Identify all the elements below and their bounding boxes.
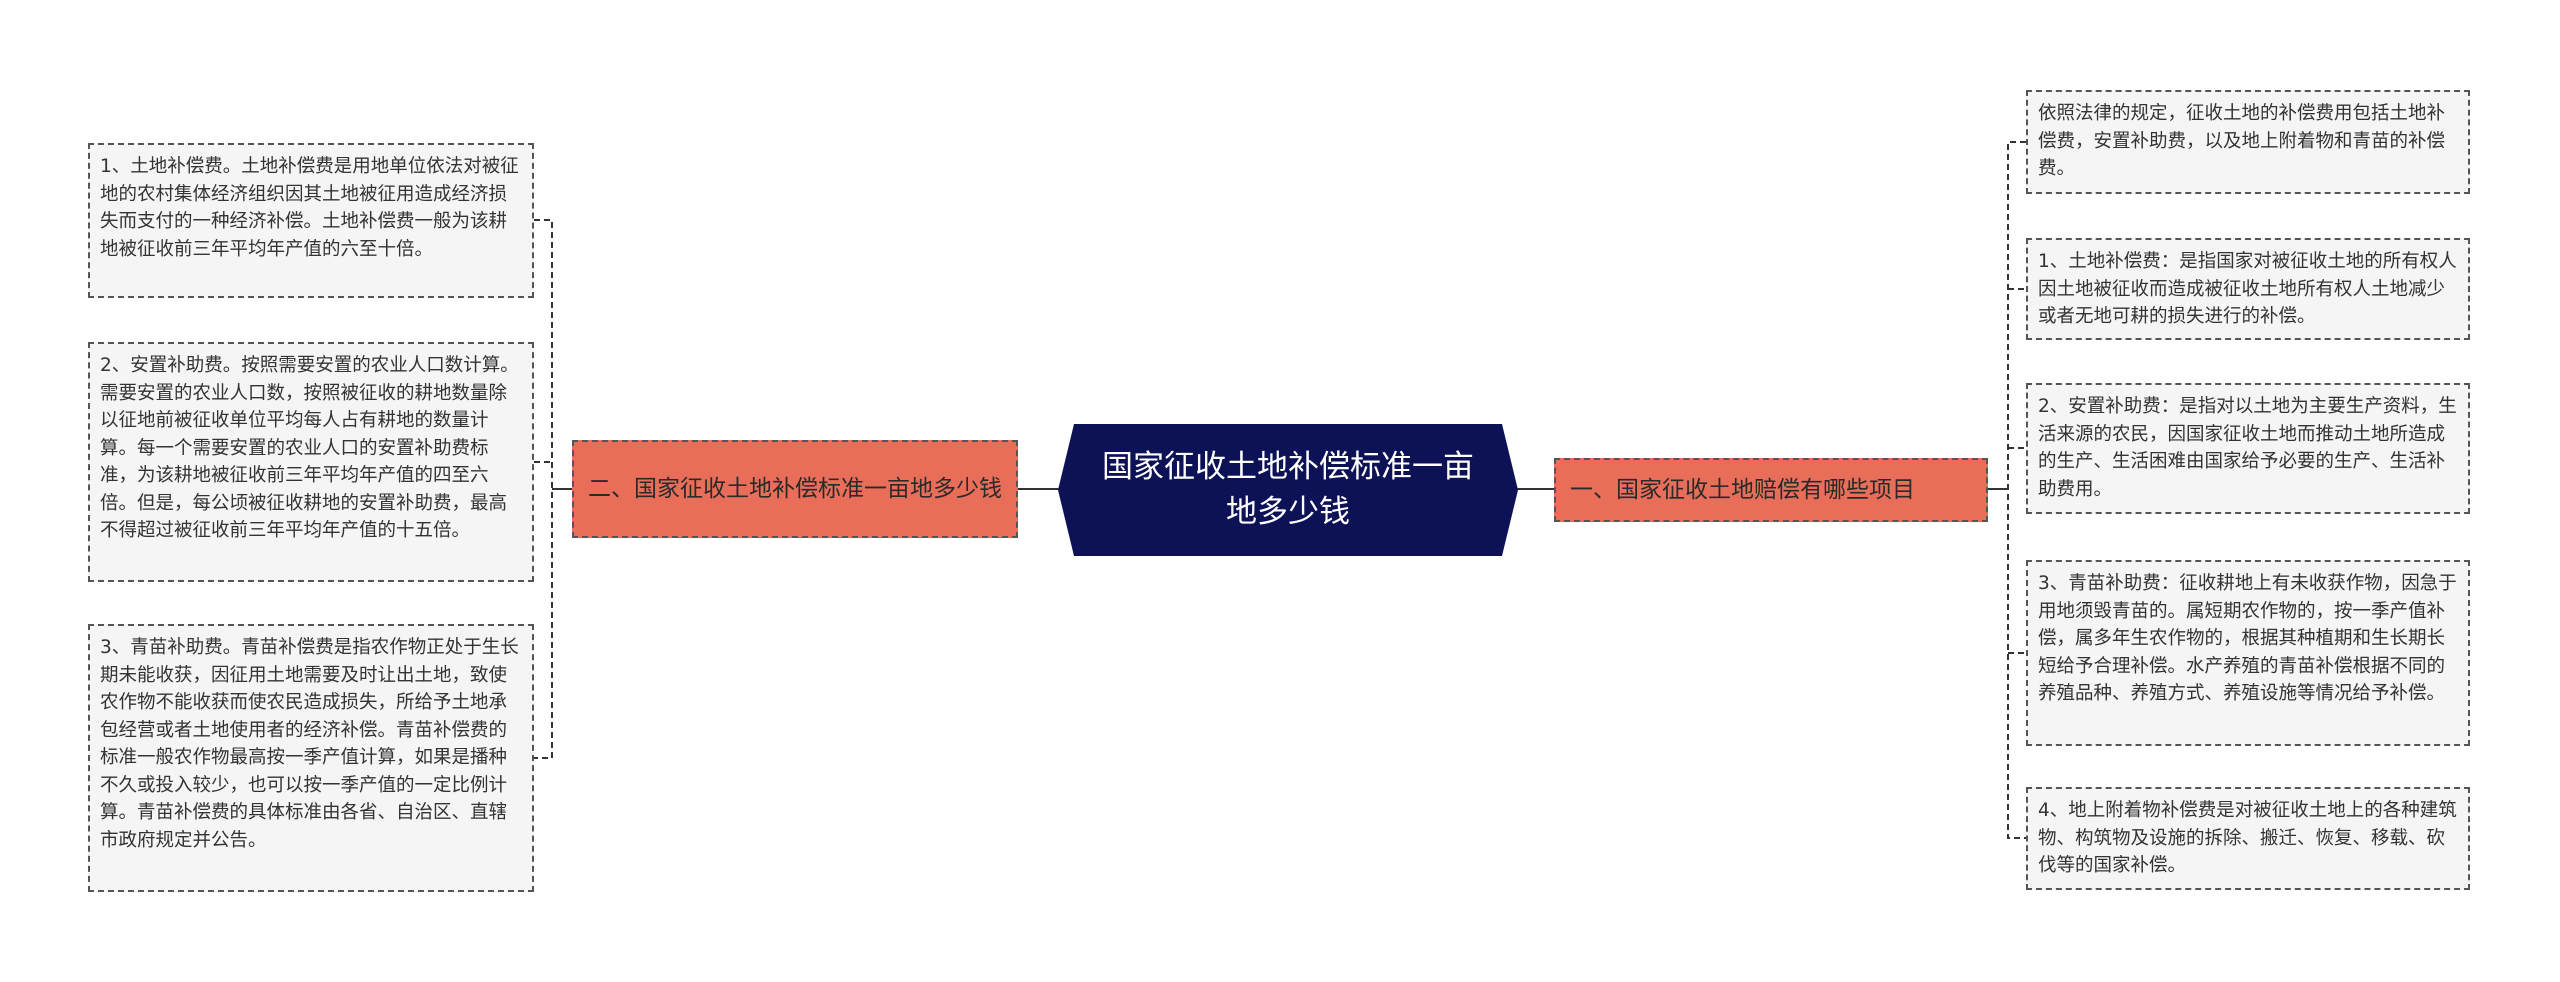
left-branch-text: 二、国家征收土地补偿标准一亩地多少钱	[588, 475, 1002, 502]
leaf-text: 1、土地补偿费：是指国家对被征收土地的所有权人因土地被征收而造成被征收土地所有权…	[2038, 251, 2457, 327]
center-topic[interactable]: 国家征收土地补偿标准一亩地多少钱	[1058, 424, 1518, 556]
connector-left-bracket	[534, 219, 553, 759]
leaf-text: 3、青苗补助费。青苗补偿费是指农作物正处于生长期未能收获，因征用土地需要及时让出…	[100, 637, 519, 851]
leaf-text: 4、地上附着物补偿费是对被征收土地上的各种建筑物、构筑物及设施的拆除、搬迁、恢复…	[2038, 800, 2457, 876]
right-leaf-crop-subsidy[interactable]: 3、青苗补助费：征收耕地上有未收获作物，因急于用地须毁青苗的。属短期农作物的，按…	[2026, 560, 2470, 746]
center-topic-text: 国家征收土地补偿标准一亩地多少钱	[1102, 449, 1474, 530]
left-leaf-land-compensation[interactable]: 1、土地补偿费。土地补偿费是用地单位依法对被征地的农村集体经济组织因其土地被征用…	[88, 143, 534, 298]
leaf-text: 1、土地补偿费。土地补偿费是用地单位依法对被征地的农村集体经济组织因其土地被征用…	[100, 156, 519, 260]
connector-right-bracket	[2007, 141, 2026, 839]
right-leaf-resettlement-subsidy[interactable]: 2、安置补助费：是指对以土地为主要生产资料，生活来源的农民，因国家征收土地而推动…	[2026, 383, 2470, 514]
leaf-text: 依照法律的规定，征收土地的补偿费用包括土地补偿费，安置补助费，以及地上附着物和青…	[2038, 103, 2446, 179]
left-branch-topic[interactable]: 二、国家征收土地补偿标准一亩地多少钱	[572, 440, 1018, 538]
right-leaf-attachments-compensation[interactable]: 4、地上附着物补偿费是对被征收土地上的各种建筑物、构筑物及设施的拆除、搬迁、恢复…	[2026, 787, 2470, 890]
right-branch-text: 一、国家征收土地赔偿有哪些项目	[1570, 476, 1915, 503]
leaf-text: 3、青苗补助费：征收耕地上有未收获作物，因急于用地须毁青苗的。属短期农作物的，按…	[2038, 573, 2457, 704]
leaf-text: 2、安置补助费。按照需要安置的农业人口数计算。需要安置的农业人口数，按照被征收的…	[100, 355, 519, 541]
left-leaf-resettlement-subsidy[interactable]: 2、安置补助费。按照需要安置的农业人口数计算。需要安置的农业人口数，按照被征收的…	[88, 342, 534, 582]
right-branch-topic[interactable]: 一、国家征收土地赔偿有哪些项目	[1554, 458, 1988, 522]
leaf-text: 2、安置补助费：是指对以土地为主要生产资料，生活来源的农民，因国家征收土地而推动…	[2038, 396, 2457, 500]
right-leaf-land-compensation[interactable]: 1、土地补偿费：是指国家对被征收土地的所有权人因土地被征收而造成被征收土地所有权…	[2026, 238, 2470, 340]
right-leaf-intro[interactable]: 依照法律的规定，征收土地的补偿费用包括土地补偿费，安置补助费，以及地上附着物和青…	[2026, 90, 2470, 194]
left-leaf-crop-subsidy[interactable]: 3、青苗补助费。青苗补偿费是指农作物正处于生长期未能收获，因征用土地需要及时让出…	[88, 624, 534, 892]
